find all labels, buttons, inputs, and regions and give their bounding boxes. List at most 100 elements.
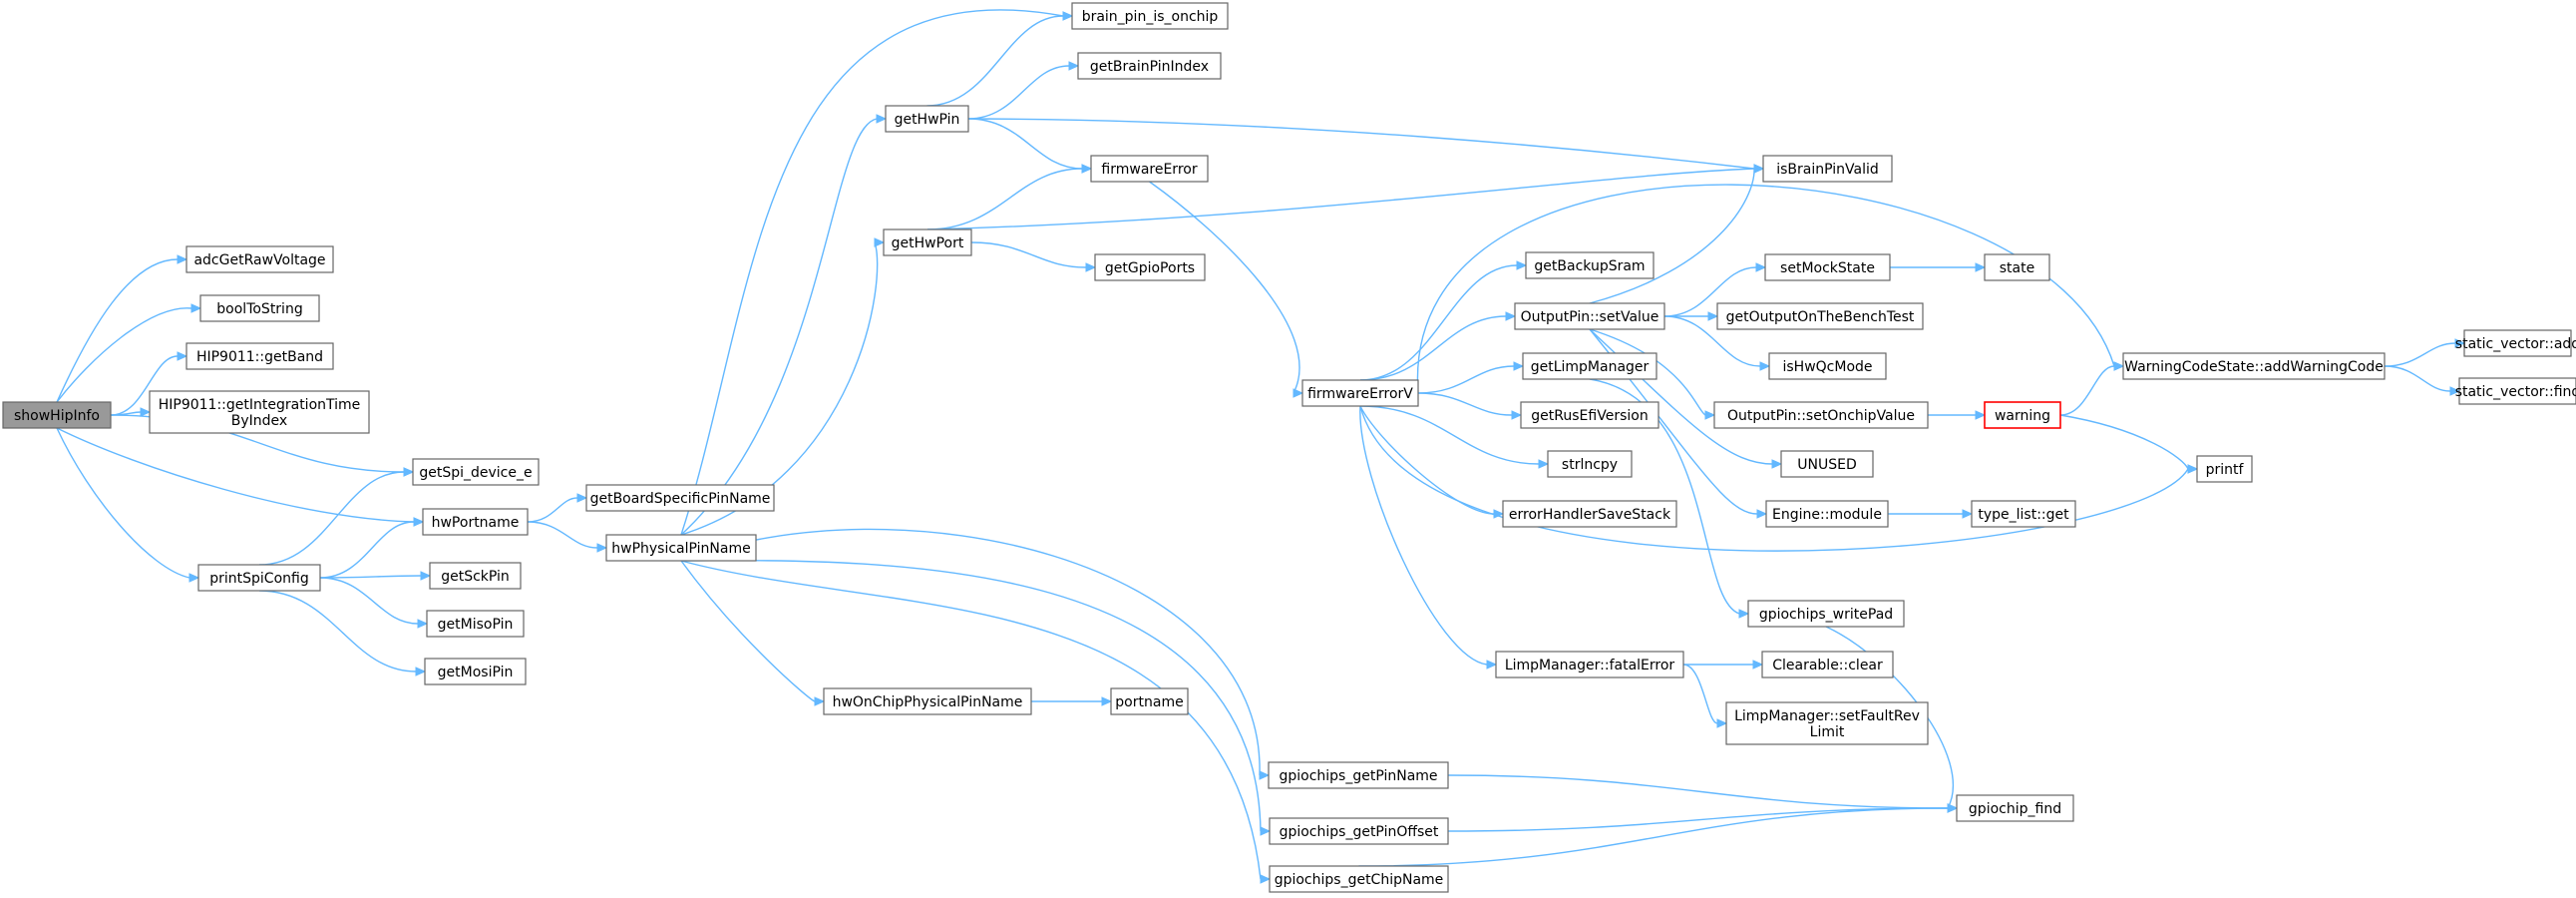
node-gpiochips-getpinoffset[interactable]: gpiochips_getPinOffset (1269, 817, 1449, 845)
node-engine-module[interactable]: Engine::module (1765, 500, 1889, 528)
edge-gpiochips_getchipname-to-gpiochip_find (1358, 807, 1949, 867)
node-type-list-get[interactable]: type_list::get (1971, 500, 2076, 528)
node-label: static_vector::find (2455, 384, 2576, 400)
node-getoutputonthebenchtest[interactable]: getOutputOnTheBenchTest (1716, 302, 1924, 330)
node-label: gpiochips_getPinName (1279, 768, 1437, 784)
node-isbrainpinvalid[interactable]: isBrainPinValid (1762, 155, 1893, 183)
edge-arrowhead (1259, 770, 1271, 780)
node-box (1764, 253, 1891, 281)
node-box (883, 228, 972, 256)
node-strlncpy[interactable]: strlncpy (1547, 450, 1633, 478)
node-getmosipin[interactable]: getMosiPin (424, 658, 527, 685)
node-label: gpiochips_writePad (1759, 607, 1893, 623)
node-gethwport[interactable]: getHwPort (883, 228, 972, 256)
edge-hwphysicalpinname-to-gpiochips_getpinname (680, 528, 1261, 776)
node-box (1269, 865, 1449, 893)
node-hwportname[interactable]: hwPortname (422, 508, 529, 536)
edge-showhipinfo-to-printspiconfig (56, 427, 190, 579)
node-ishwqcmode[interactable]: isHwQcMode (1768, 352, 1887, 380)
node-box (885, 105, 969, 133)
edge-arrowhead (874, 237, 886, 247)
node-static-vector-add[interactable]: static_vector::add (2455, 329, 2576, 357)
node-brain-pin-is-onchip[interactable]: brain_pin_is_onchip (1071, 2, 1229, 30)
node-box (1495, 651, 1684, 678)
node-printspiconfig[interactable]: printSpiConfig (197, 564, 321, 592)
edge-arrowhead (1704, 410, 1716, 420)
node-gpiochips-getchipname[interactable]: gpiochips_getChipName (1269, 865, 1449, 893)
edge-arrowhead (140, 407, 152, 417)
node-state[interactable]: state (1984, 253, 2050, 281)
node-box (1525, 251, 1655, 279)
node-getbrainpinindex[interactable]: getBrainPinIndex (1077, 52, 1222, 80)
edge-firmwareerrorv-to-getbackupsram (1359, 264, 1518, 381)
node-label: getOutputOnTheBenchTest (1726, 309, 1915, 325)
node-box (1765, 500, 1889, 528)
node-box (2122, 352, 2386, 380)
node-gpiochips-getpinname[interactable]: gpiochips_getPinName (1268, 761, 1449, 789)
node-hwphysicalpinname[interactable]: hwPhysicalPinName (605, 534, 757, 562)
edge-firmwareerrorv-to-printf (1359, 405, 2189, 552)
node-booltostring[interactable]: boolToString (199, 294, 320, 322)
node-label: getBackupSram (1534, 258, 1645, 274)
node-gpiochips-writepad[interactable]: gpiochips_writePad (1747, 600, 1905, 628)
node-box (1971, 500, 2076, 528)
node-adcgetrawvoltage[interactable]: adcGetRawVoltage (185, 245, 334, 273)
node-box (1502, 500, 1677, 528)
node-unused[interactable]: UNUSED (1780, 450, 1874, 478)
node-label: WarningCodeState::addWarningCode (2124, 359, 2384, 375)
node-label: getMisoPin (438, 617, 514, 633)
node-clearable-clear[interactable]: Clearable::clear (1761, 651, 1894, 678)
node-getband[interactable]: HIP9011::getBand (185, 342, 334, 370)
node-getrusefiversion[interactable]: getRusEfiVersion (1520, 401, 1659, 429)
node-label: boolToString (216, 301, 302, 317)
node-gpiochip-find[interactable]: gpiochip_find (1956, 794, 2074, 822)
node-limpmanager-fatalerror[interactable]: LimpManager::fatalError (1495, 651, 1684, 678)
edge-warning-to-warningcodestate_addwarningcode (2059, 365, 2115, 416)
edge-arrowhead (1975, 410, 1987, 420)
node-label: setMockState (1780, 260, 1875, 276)
edge-arrowhead (1486, 660, 1498, 670)
node-box (1716, 302, 1924, 330)
edge-firmwareerrorv-to-getrusefiversion (1417, 392, 1513, 416)
node-label: getGpioPorts (1105, 260, 1195, 276)
node-label: showHipInfo (14, 408, 100, 424)
node-firmwareerrorv[interactable]: firmwareErrorV (1301, 379, 1419, 407)
edge-arrowhead (1753, 164, 1765, 174)
node-label: type_list::get (1978, 507, 2069, 523)
node-firmwareerror[interactable]: firmwareError (1090, 155, 1209, 183)
node-label: Limit (1810, 724, 1845, 740)
node-label: firmwareErrorV (1307, 386, 1413, 402)
node-errorhandlersavestack[interactable]: errorHandlerSaveStack (1502, 500, 1677, 528)
edge-arrowhead (1505, 311, 1517, 321)
node-label: brain_pin_is_onchip (1082, 9, 1219, 25)
node-outputpin-setonchipvalue[interactable]: OutputPin::setOnchipValue (1713, 401, 1929, 429)
node-box (1725, 701, 1929, 745)
node-printf[interactable]: printf (2196, 455, 2253, 483)
node-static-vector-find[interactable]: static_vector::find (2455, 377, 2576, 405)
node-getsckpin[interactable]: getSckPin (429, 562, 522, 590)
edge-printspiconfig-to-getspi_device_e (258, 471, 405, 566)
node-warning[interactable]: warning (1984, 401, 2061, 429)
node-portname[interactable]: portname (1110, 687, 1189, 715)
node-outputpin-setvalue[interactable]: OutputPin::setValue (1514, 302, 1665, 330)
node-hwonchipphysicalpinname[interactable]: hwOnChipPhysicalPinName (823, 687, 1032, 715)
node-gethwpin[interactable]: getHwPin (885, 105, 969, 133)
edge-arrowhead (188, 573, 200, 583)
node-box (1110, 687, 1189, 715)
edge-arrowhead (1752, 660, 1764, 670)
node-getboardspecificpinname[interactable]: getBoardSpecificPinName (585, 484, 775, 512)
node-box (1094, 253, 1206, 281)
node-getmisopin[interactable]: getMisoPin (426, 610, 525, 638)
node-showhipinfo[interactable]: showHipInfo (2, 401, 112, 429)
node-getlimpmanager[interactable]: getLimpManager (1522, 352, 1657, 380)
node-setmockstate[interactable]: setMockState (1764, 253, 1891, 281)
edge-outputpin_setvalue-to-setmockstate (1663, 266, 1757, 317)
node-getspi-device-e[interactable]: getSpi_device_e (412, 458, 540, 486)
node-getbackupsram[interactable]: getBackupSram (1525, 251, 1655, 279)
edge-firmwareerrorv-to-errorhandlersavestack (1359, 405, 1495, 515)
node-warningcodestate-addwarningcode[interactable]: WarningCodeState::addWarningCode (2122, 352, 2386, 380)
node-getgpioports[interactable]: getGpioPorts (1094, 253, 1206, 281)
